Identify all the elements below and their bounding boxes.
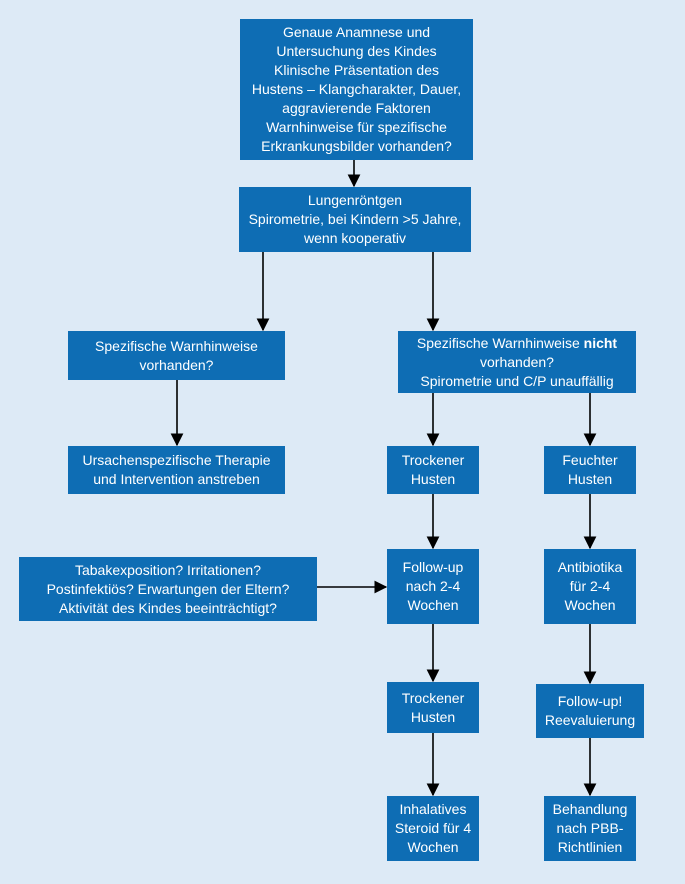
box-warnhinweise-nicht-vorhanden: Spezifische Warnhinweise nicht vorhanden…	[398, 331, 636, 393]
box-therapie: Ursachenspezifische Therapie und Interve…	[68, 446, 285, 494]
box-trockener-husten-2: Trockener Husten	[387, 682, 479, 733]
box-behandlung-pbb: Behandlung nach PBB- Richtlinien	[544, 796, 636, 861]
box-follow-up-1: Follow-up nach 2-4 Wochen	[387, 549, 479, 624]
box-antibiotika: Antibiotika für 2-4 Wochen	[544, 549, 636, 624]
box-anamnese: Genaue Anamnese und Untersuchung des Kin…	[240, 19, 473, 160]
box-trockener-husten-1: Trockener Husten	[387, 446, 479, 494]
box-warnhinweise-vorhanden: Spezifische Warnhinweise vorhanden?	[68, 331, 285, 380]
box-feuchter-husten: Feuchter Husten	[544, 446, 636, 494]
box-lungenroentgen: Lungenröntgen Spirometrie, bei Kindern >…	[239, 187, 471, 252]
box-inhalatives-steroid: Inhalatives Steroid für 4 Wochen	[387, 796, 479, 861]
box-tabakexposition: Tabakexposition? Irritationen? Postinfek…	[19, 557, 317, 621]
box-follow-up-reevaluierung: Follow-up! Reevaluierung	[536, 684, 644, 738]
